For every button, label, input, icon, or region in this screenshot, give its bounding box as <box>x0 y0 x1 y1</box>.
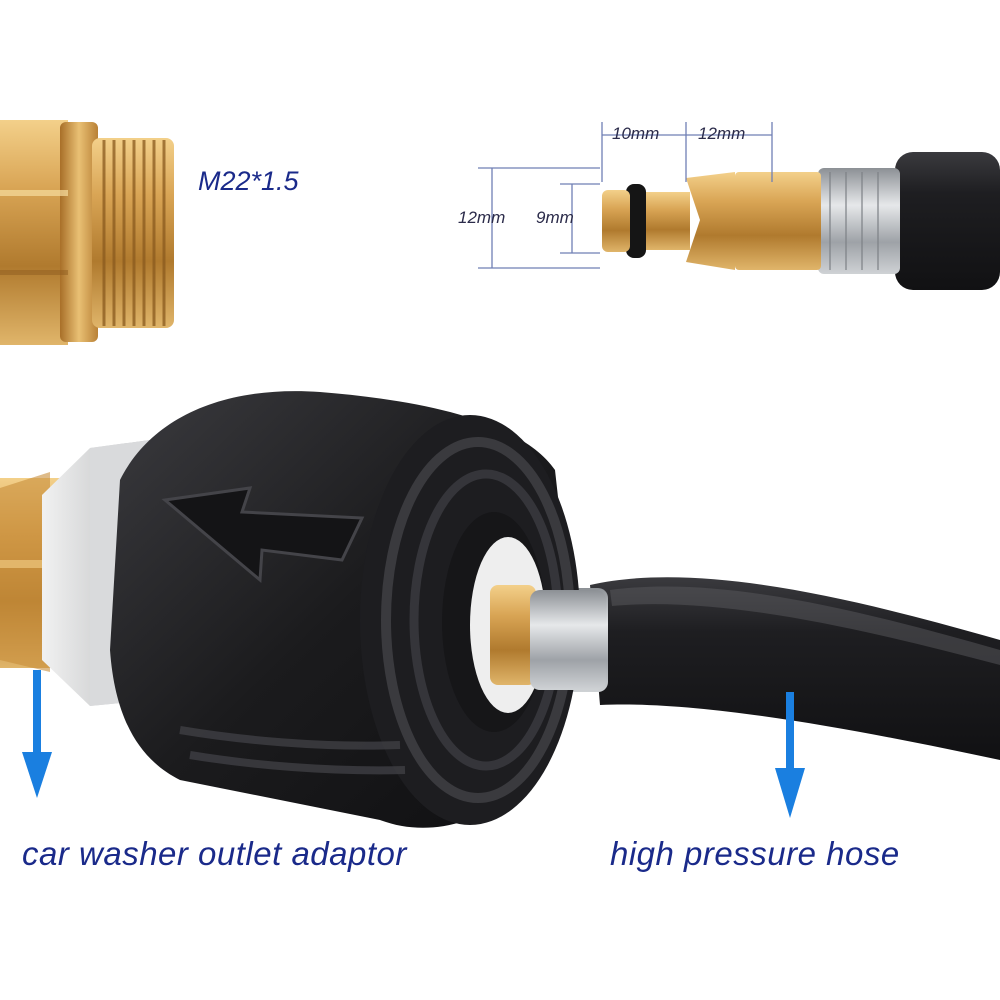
plug-fitting <box>602 152 1000 290</box>
dim-9mm-label: 9mm <box>536 208 574 227</box>
dim-12mm-top-label: 12mm <box>698 124 746 143</box>
dim-10mm-label: 10mm <box>612 124 660 143</box>
down-arrow-icon-right <box>775 692 805 818</box>
brass-m22-fitting <box>0 120 174 345</box>
adaptor-caption: car washer outlet adaptor <box>22 835 407 872</box>
thread-spec-label: M22*1.5 <box>198 166 299 196</box>
dimension-lines <box>478 122 773 269</box>
high-pressure-hose <box>590 577 1000 760</box>
dim-12mm-height-label: 12mm <box>458 208 506 227</box>
hose-caption: high pressure hose <box>610 835 900 872</box>
down-arrow-icon-left <box>22 670 52 798</box>
embossed-arrow-icon <box>161 486 365 584</box>
